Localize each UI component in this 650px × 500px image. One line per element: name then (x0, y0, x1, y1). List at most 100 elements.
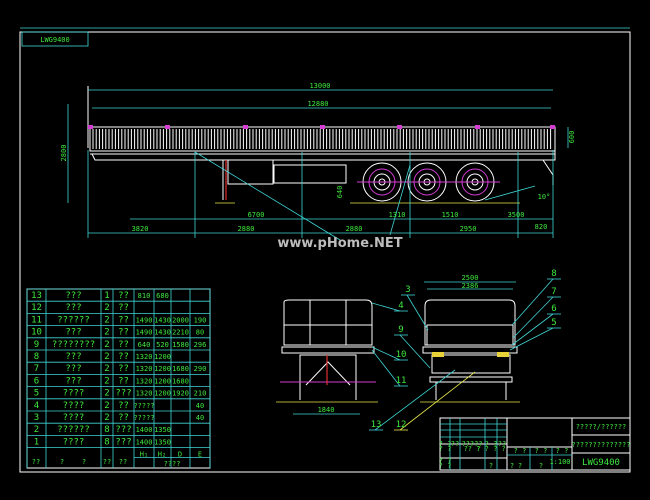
callout-number: 10 (396, 350, 407, 360)
dim-rear-end: 820 (535, 223, 548, 231)
tb-label: ? ? ? ? (476, 445, 506, 453)
callout-leader (399, 334, 431, 369)
table-cell: 6 (34, 376, 39, 386)
table-cell: ?? (118, 352, 129, 362)
table-cell: 40 (196, 414, 204, 422)
mirrored-code: LWG9400 (40, 36, 70, 44)
table-cell: ?? (118, 328, 129, 338)
dim-rear-overhang: 3500 (508, 211, 525, 219)
table-cell: ???? (63, 401, 85, 411)
table-cell: 2 (104, 340, 109, 350)
table-cell: 1200 (154, 390, 171, 398)
rear-lamp-right (497, 352, 509, 357)
angle-line (484, 185, 536, 201)
tb-label: ? ? (485, 440, 498, 448)
callout-number: 11 (396, 376, 407, 386)
tb-label: ? (489, 462, 493, 470)
table-cell: 2 (104, 389, 109, 399)
mirrored-code-box (21, 31, 89, 47)
table-cell: ?? (118, 376, 129, 386)
callout-number: 4 (398, 301, 403, 311)
table-cell: ?? (118, 340, 129, 350)
callout-leader (371, 302, 401, 312)
table-cell: 4 (34, 401, 39, 411)
table-cell: ?????? (57, 425, 90, 435)
title-block: ? ????????? ???? ??? ?? ? ? ?? ?? ?? ?? … (439, 417, 631, 471)
callout-leader (511, 313, 554, 346)
dim-inner-width: 2386 (462, 282, 479, 290)
tb-label: ? ? (439, 457, 452, 465)
table-cell: 1 (104, 291, 109, 301)
callout-leader (371, 346, 401, 361)
callout-leader (371, 349, 401, 387)
table-cell: 3 (34, 413, 39, 423)
table-cell: ???????? (52, 340, 95, 350)
table-cell: 11 (31, 315, 42, 325)
table-row: 3????2???????40 (34, 413, 204, 423)
table-cell: 2 (104, 303, 109, 313)
side-view: 13000 12880 2800 600 640 6700 1310 1510 … (60, 82, 576, 241)
table-cell: 1430 (154, 316, 171, 324)
rear-deck (422, 346, 518, 354)
callout-leader (374, 369, 456, 431)
dim-axle-spacing-2: 1510 (442, 211, 459, 219)
dim-track: 1840 (318, 406, 335, 414)
rail-post-hinge (88, 125, 93, 129)
table-cell: 290 (194, 365, 207, 373)
tb-label: ?? ? (464, 445, 481, 453)
table-cell: 5 (34, 389, 39, 399)
dim-deck-height: 640 (336, 186, 344, 199)
table-cell: ?? (118, 303, 129, 313)
front-headboard (283, 299, 373, 346)
tb-label: ? (510, 462, 514, 470)
table-cell: 190 (194, 316, 207, 324)
table-cell: 1430 (154, 329, 171, 337)
table-cell: 40 (196, 402, 204, 410)
rail-post-hinge (550, 125, 555, 129)
table-cell: ??? (65, 364, 81, 374)
rail-post-hinge (165, 125, 170, 129)
fuel-box (227, 159, 274, 185)
dim-seg-4: 2950 (460, 225, 477, 233)
callout-number: 13 (371, 420, 382, 430)
title-line-2: ?????????????? (571, 441, 630, 449)
table-cell: ?????? (57, 315, 90, 325)
table-cell: 1680 (172, 377, 189, 385)
dim-overall-height: 2800 (60, 145, 68, 162)
callout-10: 10 (371, 346, 408, 361)
rail-post-hinge (397, 125, 402, 129)
table-cell: 1200 (154, 353, 171, 361)
dim-overall-length: 13000 (309, 82, 330, 90)
tb-label: ?? (451, 440, 459, 448)
table-cell: 2 (104, 413, 109, 423)
table-header-cell: ?? (103, 458, 111, 466)
table-cell: 2 (104, 364, 109, 374)
table-cell: 1680 (172, 365, 189, 373)
rail-post-hinge (475, 125, 480, 129)
table-cell: ????? (133, 414, 154, 422)
rail-post-hinge (320, 125, 325, 129)
rail-pickets (88, 125, 555, 149)
callout-3: 3 (401, 285, 429, 331)
callout-number: 3 (405, 285, 410, 295)
dim-rail-height: 600 (568, 131, 576, 144)
callout-13: 13 (369, 369, 456, 431)
table-cell: ??? (65, 328, 81, 338)
table-cell: 2 (104, 315, 109, 325)
table-cell: ??? (65, 303, 81, 313)
table-cell: 2 (34, 425, 39, 435)
callout-leader (399, 371, 476, 431)
dim-axle-spacing-1: 1310 (389, 211, 406, 219)
table-cell: 2 (104, 352, 109, 362)
table-cell: 10 (31, 328, 42, 338)
callout-number: 6 (551, 304, 556, 314)
tb-label: ? ? (439, 440, 452, 448)
title-block-grid: ? ????????? ???? ??? ?? ? ? ?? ?? ?? ?? … (439, 418, 572, 470)
table-cell: 1400 (136, 438, 153, 446)
